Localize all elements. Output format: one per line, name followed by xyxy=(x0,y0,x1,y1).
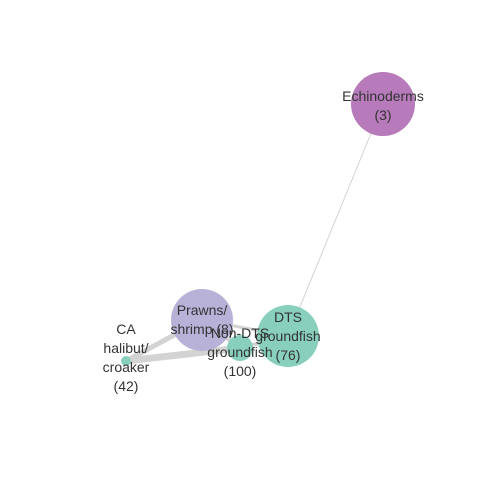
node-echinoderms xyxy=(351,72,415,136)
node-label-line: groundfish xyxy=(207,344,272,360)
node-prawns xyxy=(171,289,233,351)
edge-ca-nondts xyxy=(122,344,244,365)
node-label-line: croaker xyxy=(103,359,150,375)
nodes-layer xyxy=(121,72,415,367)
node-nondts xyxy=(227,335,253,361)
node-label-line: (42) xyxy=(114,378,139,394)
node-label-line: Prawns/ xyxy=(177,302,228,318)
node-ca xyxy=(121,356,131,366)
node-label-line: (76) xyxy=(276,347,301,363)
edges-layer xyxy=(122,103,384,365)
node-label-line: Non-DTS xyxy=(211,325,269,341)
node-label-line: CA xyxy=(116,321,136,337)
labels-layer: Echinoderms (3) Prawns/shrimp (8) DTS ground… xyxy=(103,88,424,394)
edge-echinoderms-dts xyxy=(287,103,384,337)
node-label-line: (3) xyxy=(374,107,391,123)
node-label-echinoderms: Echinoderms (3) xyxy=(342,88,424,123)
node-label-line: DTS xyxy=(274,309,302,325)
node-label-prawns: Prawns/shrimp (8) xyxy=(170,302,233,337)
node-label-ca: CA halibut/croaker (42) xyxy=(103,321,150,394)
node-dts xyxy=(257,305,319,367)
node-label-line: halibut/ xyxy=(103,340,148,356)
node-label-line: shrimp (8) xyxy=(170,321,233,337)
node-label-line: groundfish xyxy=(255,328,320,344)
node-label-dts: DTS groundfish (76) xyxy=(255,309,320,363)
node-label-line: Echinoderms xyxy=(342,88,424,104)
node-label-nondts: Non-DTS groundfish (100) xyxy=(207,325,272,379)
node-label-line: (100) xyxy=(224,363,257,379)
